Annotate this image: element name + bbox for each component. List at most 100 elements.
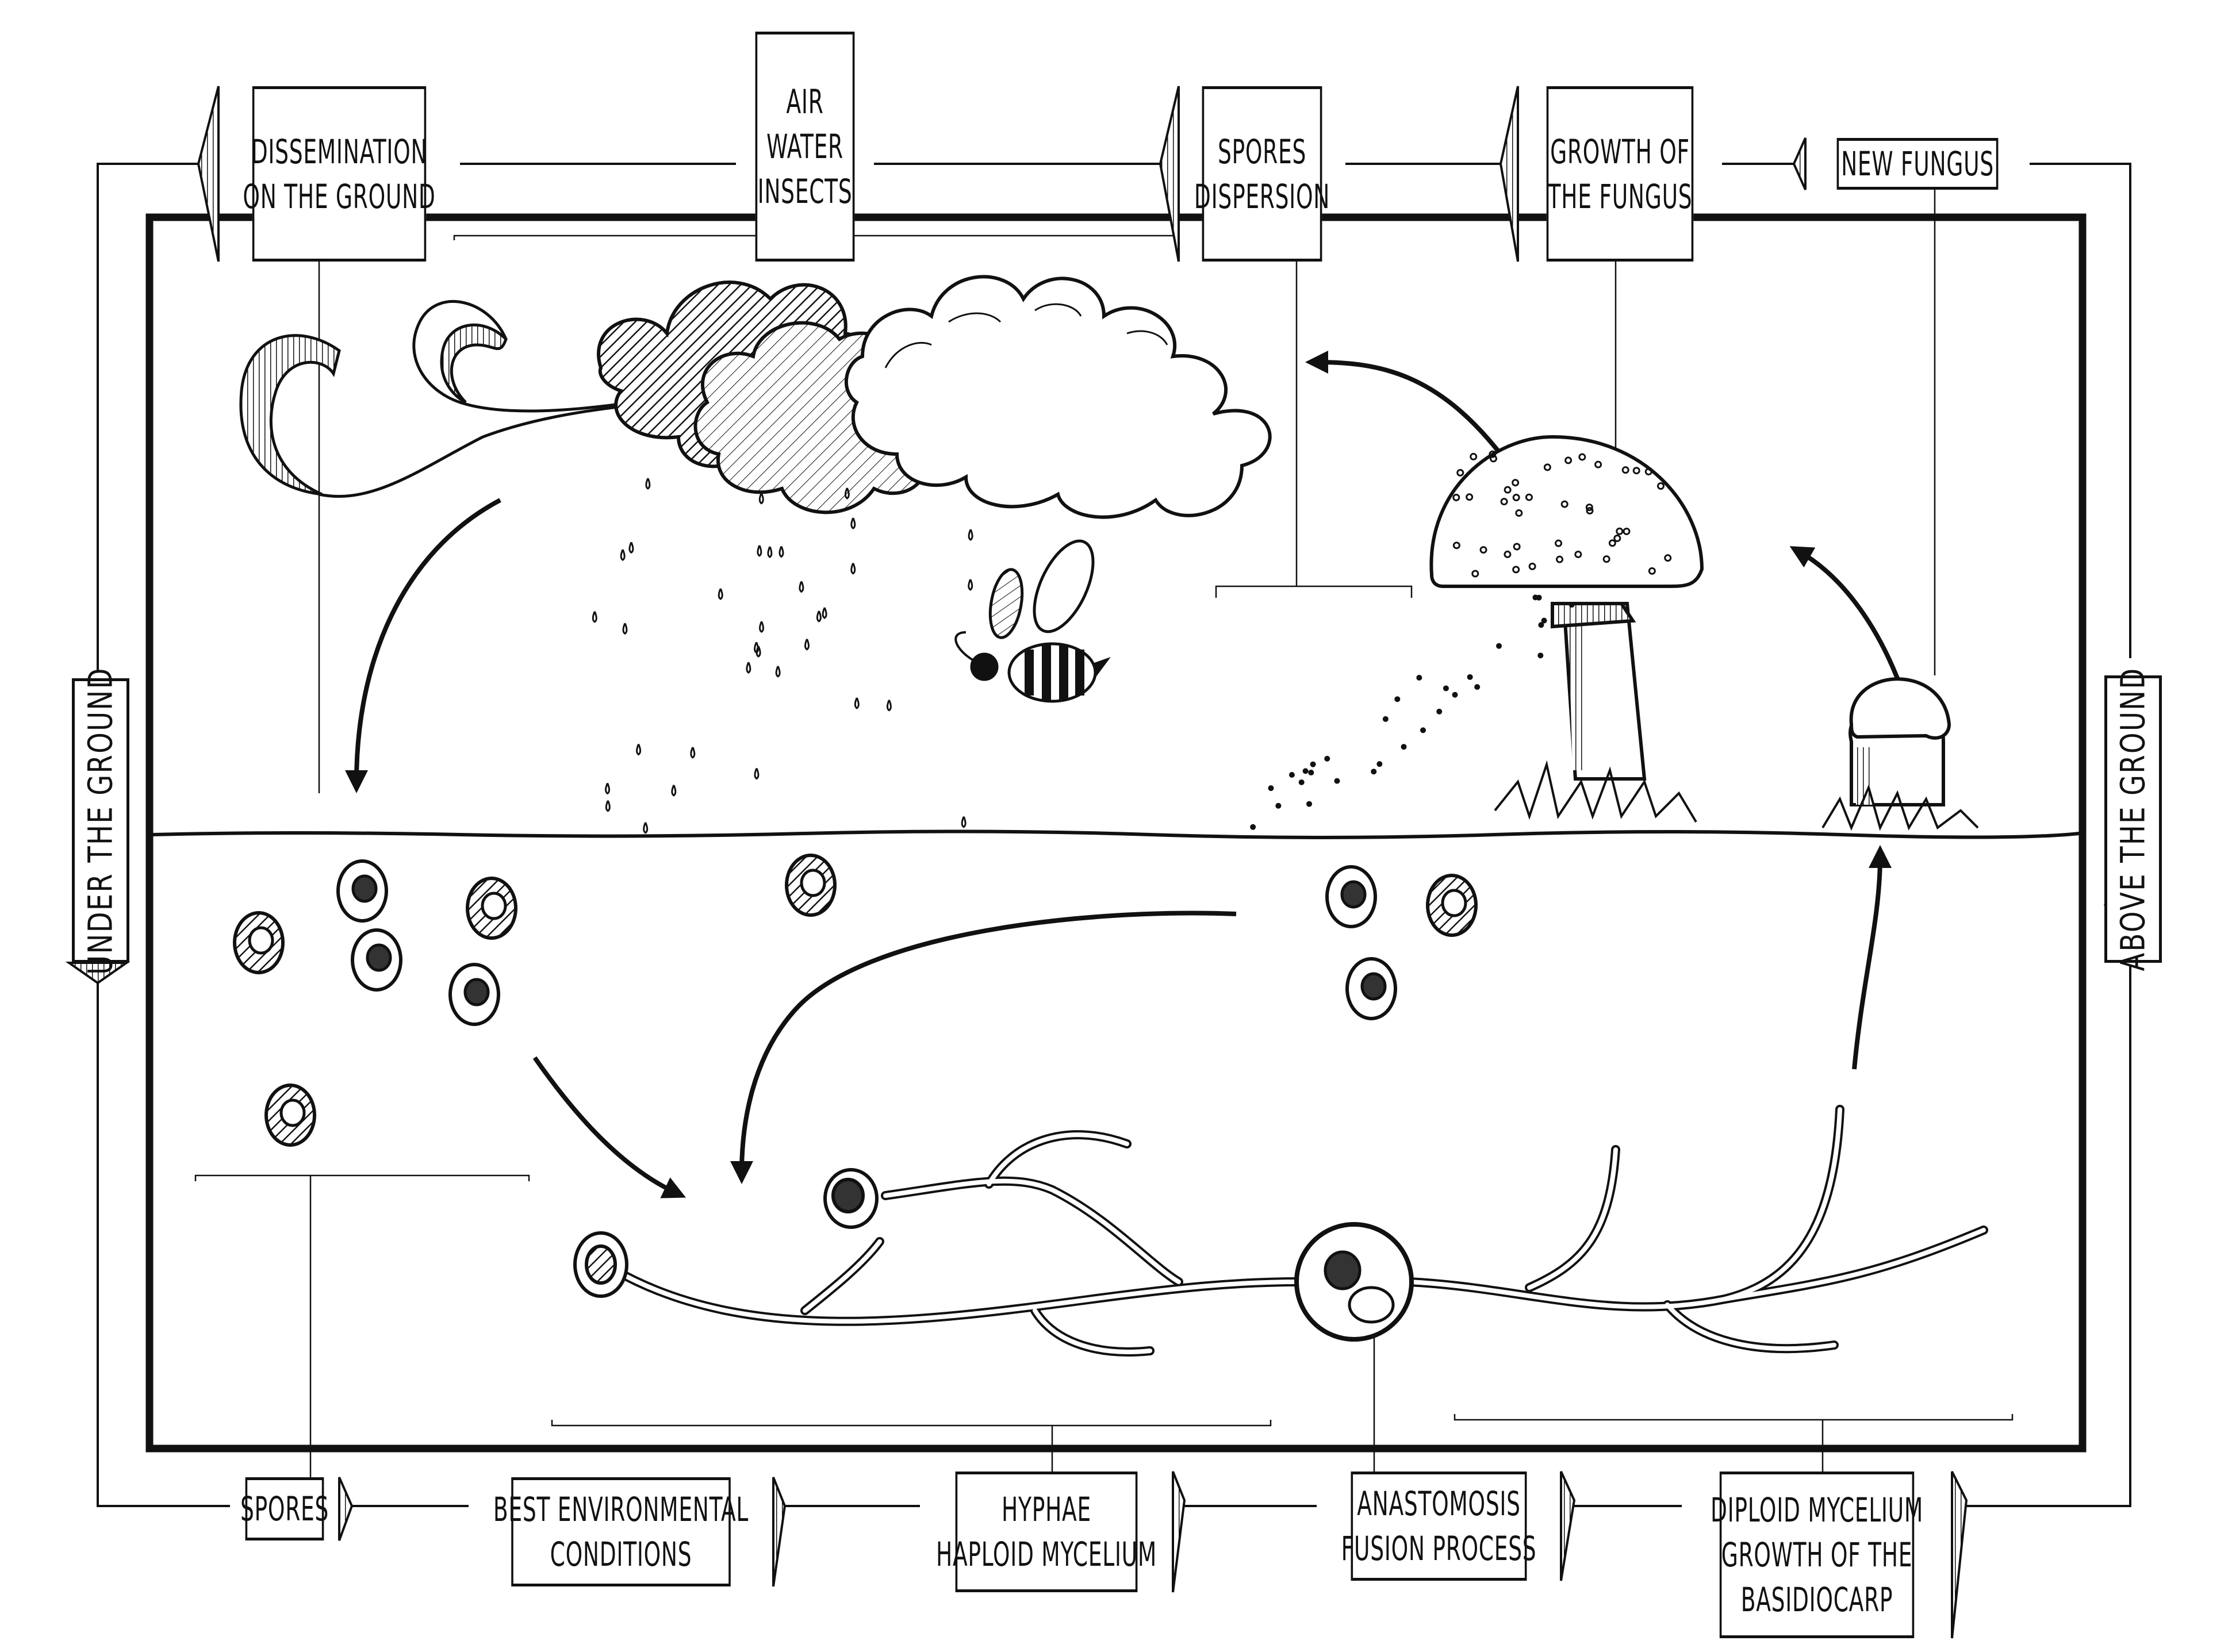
anastomosis-cell [1294, 1222, 1414, 1342]
rain-drop [605, 800, 611, 812]
spore-dot [1275, 802, 1282, 809]
cap-spot [1664, 554, 1672, 562]
cap-spot [1560, 500, 1568, 508]
label-line: ABOVE THE GROUND [2114, 667, 2153, 971]
cap-spot [1543, 463, 1551, 471]
cap-spot [1556, 555, 1564, 563]
rain-drop [968, 579, 973, 591]
rain-drops [592, 478, 973, 834]
label-line: DIPLOID MYCELIUM [1710, 1490, 1924, 1530]
cap-spot [1608, 539, 1616, 547]
rain-drop [759, 621, 765, 633]
wind-swirl-icon [239, 300, 633, 498]
cap-spot [1623, 527, 1631, 535]
cap-spot [1479, 546, 1487, 554]
rain-drop [758, 493, 764, 505]
arrow-new-to-grown-fungus [1789, 546, 1900, 679]
arrow-spores-to-hyphae-right [730, 910, 1237, 1184]
cap-spot [1621, 466, 1629, 474]
leader-lines [194, 190, 2014, 1477]
rain-drop [854, 697, 860, 709]
spore-dot [1541, 617, 1547, 624]
rain-drop [816, 610, 822, 623]
label-line: DISPERSION [1194, 176, 1330, 216]
label-line: ANASTOMOSIS [1357, 1484, 1521, 1523]
label-new-fungus: NEW FUNGUS [1836, 138, 1999, 190]
spore-nucleus [1441, 889, 1467, 917]
spore-dot [1334, 778, 1340, 784]
young-mushroom-icon [1821, 677, 1979, 831]
spore-nucleus [800, 869, 826, 897]
spore-dot [1532, 594, 1539, 601]
spore-dot [1306, 801, 1313, 807]
cap-spot [1602, 555, 1610, 563]
arrow-fungus-to-spores-dispersion [1305, 351, 1503, 456]
label-line: CONDITIONS [550, 1535, 692, 1574]
rain-drop [620, 549, 626, 561]
rain-drop [850, 563, 856, 575]
rain-drop [628, 541, 634, 554]
rain-drop [778, 545, 784, 558]
spore-dot [1420, 727, 1426, 733]
hyphae-spore-top [823, 1168, 879, 1229]
cap-spot [1470, 452, 1478, 460]
rain-drop [757, 545, 762, 557]
cap-spot [1616, 527, 1624, 535]
rain-drop [718, 588, 723, 600]
label-best-environmental-conditions: BEST ENVIRONMENTAL CONDITIONS [493, 1477, 748, 1586]
label-line: UNDER THE GROUND [81, 666, 120, 975]
label-spores: SPORES [240, 1477, 328, 1540]
label-line: BEST ENVIRONMENTAL [493, 1490, 749, 1529]
label-line: WATER [766, 127, 843, 166]
spore-dot [1443, 685, 1449, 691]
spore-dot [1302, 768, 1309, 774]
label-line: DISSEMINATION [251, 132, 428, 171]
cap-spot [1504, 486, 1512, 494]
spore-dot [1308, 770, 1314, 776]
rain-drop [804, 639, 810, 651]
ground-line [152, 829, 2080, 839]
spore-dot [1268, 785, 1274, 792]
cap-spot [1456, 468, 1464, 477]
spore-dot [1474, 684, 1481, 690]
spore-nucleus [481, 892, 507, 920]
rain-drop [636, 744, 642, 756]
cap-spot [1644, 468, 1652, 476]
arrow-mycelium-to-new-fungus [1852, 845, 1892, 1070]
label-under-the-ground: UNDER THE GROUND [72, 667, 129, 974]
spore-dot [1537, 652, 1544, 659]
spore-dot [1250, 824, 1256, 830]
spore-dot [1436, 708, 1443, 714]
spore-dot [1376, 761, 1383, 767]
spore-dot [1467, 674, 1473, 680]
falling-spores [1250, 594, 1575, 830]
spore-dot [1452, 691, 1458, 698]
rain-drop [671, 785, 677, 797]
rain-drop [799, 581, 804, 593]
spore-dot [1394, 696, 1401, 702]
label-anastomosis-fusion-process: ANASTOMOSIS FUSION PROCESS [1341, 1472, 1536, 1581]
cap-spot [1452, 541, 1460, 550]
rain-drop [886, 700, 892, 712]
label-diploid-mycelium: DIPLOID MYCELIUM GROWTH OF THE BASIDIOCA… [1711, 1472, 1923, 1638]
cap-spot [1515, 509, 1523, 517]
rain-drop [755, 646, 761, 658]
spore-nucleus [1340, 880, 1367, 909]
label-growth-of-the-fungus: GROWTH OF THE FUNGUS [1546, 86, 1694, 262]
rain-drop [754, 768, 760, 780]
spore-dot [1298, 779, 1305, 785]
rain-drop [822, 607, 827, 619]
cap-spot [1512, 479, 1520, 487]
cap-spot [1613, 535, 1621, 543]
cap-spot [1471, 570, 1479, 578]
spore-dot [1568, 602, 1575, 608]
cap-spots [1452, 450, 1672, 578]
label-line: INSECTS [757, 172, 853, 211]
rain-drop [961, 816, 967, 828]
outer-connector-frame [97, 163, 2131, 1507]
cap-spot [1574, 550, 1582, 558]
cap-spot [1489, 455, 1497, 463]
cycle-arrows [345, 351, 1900, 1198]
arrow-dissemination-to-ground [345, 498, 501, 793]
